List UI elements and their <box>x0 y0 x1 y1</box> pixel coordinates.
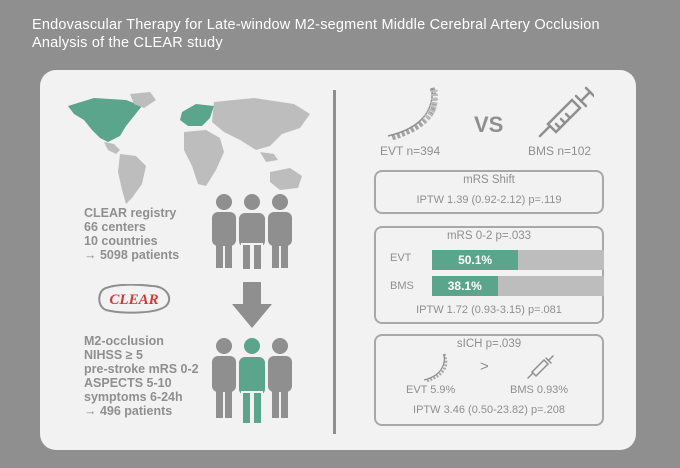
mrs02-bar-value-evt: 50.1% <box>458 253 493 267</box>
sich-box: sICH p=.039 > EVT 5.9% BMS 0.93% IPTW 3.… <box>374 334 604 426</box>
mrs02-bar-fill-evt <box>432 250 519 270</box>
north-america-shape <box>68 98 142 142</box>
sich-comparison-sign: > <box>480 358 489 375</box>
criteria-line: → 496 patients <box>84 404 173 418</box>
greenland-shape <box>130 92 156 108</box>
world-map-icon <box>68 92 310 204</box>
criteria-line: ASPECTS 5-10 <box>84 376 172 390</box>
mrs-shift-stat: IPTW 1.39 (0.92-2.12) p=.119 <box>416 194 562 206</box>
title-line-2: Analysis of the CLEAR study <box>32 35 223 51</box>
mrs02-bar-bms: 38.1% <box>432 276 604 296</box>
registry-line: → 5098 patients <box>84 248 180 262</box>
africa-shape <box>184 130 224 186</box>
criteria-line: pre-stroke mRS 0-2 <box>84 362 199 376</box>
mrs02-bar-value-bms: 38.1% <box>447 279 482 293</box>
sich-stat: IPTW 3.46 (0.50-23.82) p=.208 <box>413 404 565 416</box>
registry-line: 10 countries <box>84 234 158 248</box>
mrs02-bar-fill-bms <box>432 276 498 296</box>
patients-group-icon <box>212 192 292 271</box>
southeast-asia-shape <box>260 152 278 162</box>
south-america-shape <box>118 154 146 204</box>
stent-retriever-icon <box>387 87 438 140</box>
sich-title: sICH p=.039 <box>456 338 522 350</box>
clear-logo: CLEAR <box>98 284 171 314</box>
panel-divider <box>333 90 336 434</box>
stent-retriever-small-icon <box>423 353 448 382</box>
mrs02-stat: IPTW 1.72 (0.93-3.15) p=.081 <box>416 304 562 316</box>
registry-line: CLEAR registry <box>84 206 177 220</box>
sich-bms-value: BMS 0.93% <box>510 384 569 396</box>
mrs-shift-title: mRS Shift <box>463 174 515 186</box>
criteria-line: NIHSS ≥ 5 <box>84 348 143 362</box>
arrow-down-icon <box>232 282 272 328</box>
clear-logo-text: CLEAR <box>109 292 158 308</box>
asia-shape <box>212 98 310 150</box>
europe-shape <box>180 104 214 126</box>
mrs02-title: mRS 0-2 p=.033 <box>446 230 532 242</box>
mrs02-bar-label-bms: BMS <box>390 280 414 292</box>
registry-line: 66 centers <box>84 220 146 234</box>
australia-shape <box>270 168 302 190</box>
mrs02-bar-label-evt: EVT <box>390 252 412 264</box>
criteria-line: symptoms 6-24h <box>84 390 183 404</box>
mrs-shift-box: mRS Shift IPTW 1.39 (0.92-2.12) p=.119 <box>374 170 604 214</box>
selected-patients-icon <box>212 336 292 425</box>
syringe-icon <box>538 86 594 138</box>
page-title: Endovascular Therapy for Late-window M2-… <box>32 16 600 52</box>
criteria-line: M2-occlusion <box>84 334 164 348</box>
central-america-shape <box>104 142 120 154</box>
vs-label: VS <box>474 112 504 137</box>
criteria-info: M2-occlusion NIHSS ≥ 5 pre-stroke mRS 0-… <box>84 334 199 418</box>
evt-count: EVT n=394 <box>380 144 441 158</box>
bms-count: BMS n=102 <box>528 144 592 158</box>
title-line-1: Endovascular Therapy for Late-window M2-… <box>32 17 600 33</box>
sich-evt-value: EVT 5.9% <box>406 384 456 396</box>
mrs02-bar-evt: 50.1% <box>432 250 604 270</box>
registry-info: CLEAR registry 66 centers 10 countries →… <box>84 206 179 262</box>
mrs02-box: mRS 0-2 p=.033 EVT 50.1% BMS 38.1% IPTW … <box>374 226 604 324</box>
syringe-small-icon <box>527 355 554 379</box>
